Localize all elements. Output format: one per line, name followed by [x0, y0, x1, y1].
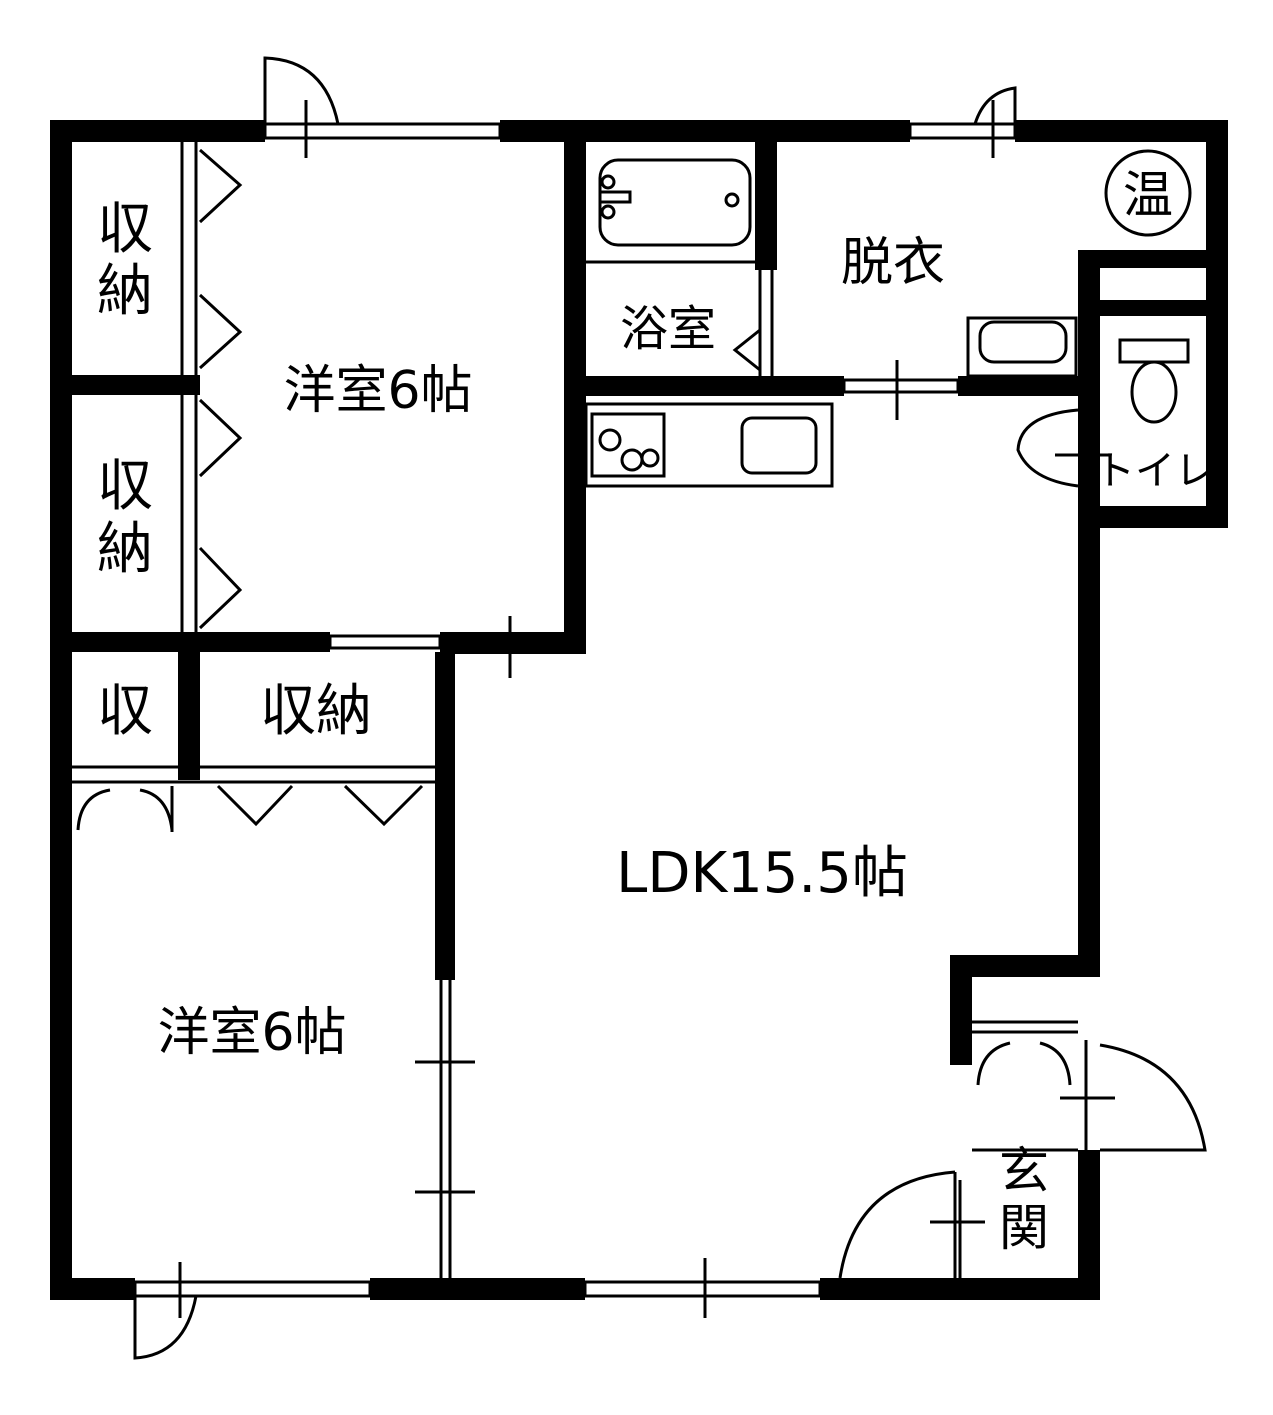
room-label-bathroom: 浴室: [620, 301, 716, 357]
room-label-toilet: トイレ: [1095, 448, 1215, 494]
room-label-entrance-top: 玄: [999, 1142, 1049, 1200]
bathtub-icon: [598, 158, 752, 247]
room-label-entrance-bottom: 関: [999, 1199, 1049, 1257]
storage-label-upper-1-top: 収: [97, 197, 153, 262]
storage-label-lower: 収納: [260, 679, 372, 744]
doors: [133, 56, 1207, 1360]
exterior-walls: [50, 120, 1228, 1300]
storage-label-small: 収: [97, 679, 153, 744]
stile-marks: [178, 100, 1115, 1318]
water-heater-icon: [1104, 149, 1192, 237]
storage-label-upper-2-bottom: 納: [97, 517, 153, 582]
stove-icon: [590, 412, 666, 478]
room-label-ldk: LDK15.5帖: [616, 841, 908, 906]
toilet-icon: [1118, 338, 1190, 424]
labels: 収 納 収 納 収 収納 洋室6帖 洋室6帖 LDK15.5帖 浴室 脱衣 トイ…: [97, 166, 1215, 1257]
closet-doors: [76, 148, 1072, 1086]
storage-label-upper-1-bottom: 納: [97, 259, 153, 324]
windows: [133, 122, 1017, 1298]
water-heater-label: 温: [1123, 166, 1173, 224]
room-label-western-upper: 洋室6帖: [283, 361, 472, 421]
room-label-western-lower: 洋室6帖: [157, 1003, 346, 1063]
thin-lines: [72, 142, 1078, 1278]
room-label-dressing: 脱衣: [841, 233, 945, 293]
sink-icon: [740, 416, 818, 475]
storage-label-upper-2-top: 収: [97, 454, 153, 519]
washbasin-icon: [966, 316, 1078, 388]
